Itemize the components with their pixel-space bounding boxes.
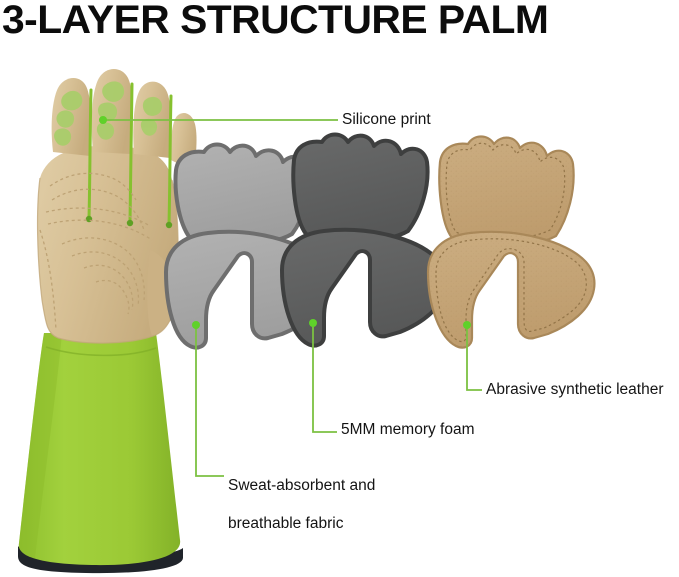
glove-palm (37, 145, 179, 344)
outer-glove-layer (18, 69, 197, 574)
cuff-seam-top (45, 346, 157, 357)
glove-cuff (18, 333, 181, 566)
leather-palm-body (426, 230, 596, 349)
leather-palm-stitch (435, 238, 587, 343)
cuff-shadow-left (19, 333, 62, 558)
memory-foam-layer (280, 132, 449, 348)
leader-lines (103, 119, 482, 477)
finger-seam-tips (85, 215, 173, 229)
leather-palm-texture (428, 231, 595, 348)
fabric-finger-strip (173, 142, 312, 248)
callout-abrasive-leather: Abrasive synthetic leather (486, 381, 664, 398)
memory-foam-leader-dot (309, 319, 317, 327)
leather-leader-line (466, 325, 482, 391)
leather-finger-strip-texture (439, 136, 574, 247)
fabric-leader-dot (192, 321, 200, 329)
callout-sweat-fabric-line1: Sweat-absorbent and (228, 477, 376, 494)
leather-finger-strip (438, 135, 575, 248)
abrasive-leather-layer (426, 135, 596, 349)
callout-sweat-fabric-line2: breathable fabric (228, 515, 344, 532)
memory-foam-leader-line (312, 323, 337, 433)
leader-dots (99, 116, 471, 329)
palm-stitching (39, 172, 153, 331)
page-title: 3-LAYER STRUCTURE PALM (2, 0, 549, 42)
foam-palm-body (280, 227, 449, 348)
fabric-leader-line (195, 325, 224, 477)
foam-finger-strip (291, 132, 430, 244)
callout-silicone-print: Silicone print (342, 111, 431, 128)
callout-memory-foam: 5MM memory foam (341, 421, 475, 438)
leather-leader-dot (463, 321, 471, 329)
silicone-print-leader-dot (99, 116, 107, 124)
callout-sweat-fabric: Sweat-absorbent and breathable fabric (228, 457, 375, 552)
